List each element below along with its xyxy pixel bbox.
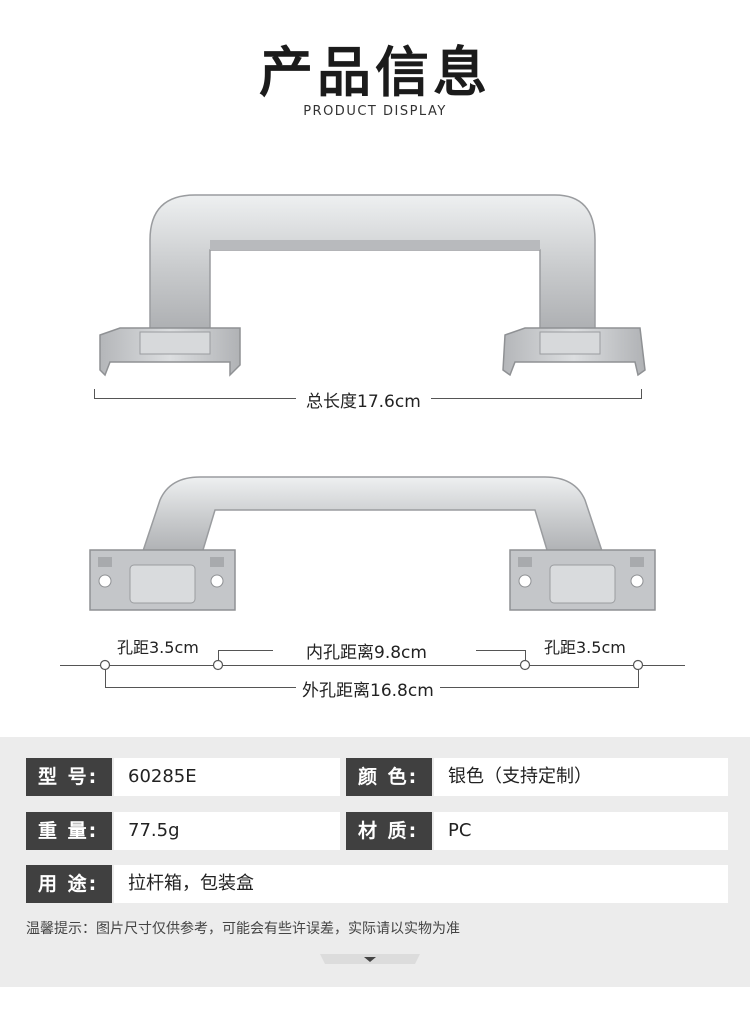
total-length-label: 总长度17.6cm bbox=[296, 387, 431, 412]
model-value: 60285E bbox=[114, 758, 340, 796]
hole-right-label: 孔距3.5cm bbox=[544, 634, 626, 658]
handle-top-view-image bbox=[89, 476, 656, 611]
inner-hole-top-left bbox=[218, 650, 273, 651]
inner-hole-top-right bbox=[476, 650, 526, 651]
inner-hole-label: 内孔距离9.8cm bbox=[302, 638, 431, 663]
weight-value: 77.5g bbox=[114, 812, 340, 850]
outer-hole-tick-left bbox=[105, 665, 106, 687]
page-subtitle: PRODUCT DISPLAY bbox=[303, 104, 447, 119]
total-length-tick-right bbox=[641, 389, 642, 399]
inner-hole-tick-left bbox=[218, 650, 219, 665]
chevron-down-icon bbox=[320, 954, 420, 964]
inner-hole-tick-right bbox=[525, 650, 526, 665]
outer-hole-label: 外孔距离16.8cm bbox=[296, 676, 440, 701]
usage-value: 拉杆箱，包装盒 bbox=[114, 865, 728, 903]
model-label: 型 号: bbox=[26, 758, 112, 796]
usage-label: 用 途: bbox=[26, 865, 112, 903]
weight-label: 重 量: bbox=[26, 812, 112, 850]
handle-front-image bbox=[99, 194, 646, 377]
page-title: 产品信息 bbox=[259, 41, 491, 104]
total-length-tick-left bbox=[94, 389, 95, 399]
hole-axis-line bbox=[60, 665, 685, 666]
outer-hole-tick-right bbox=[638, 665, 639, 687]
disclaimer-note: 温馨提示：图片尺寸仅供参考，可能会有些许误差，实际请以实物为准 bbox=[26, 921, 460, 937]
color-label: 颜 色: bbox=[346, 758, 432, 796]
hole-left-label: 孔距3.5cm bbox=[117, 634, 199, 658]
hole-markers bbox=[99, 659, 644, 671]
color-value: 银色（支持定制） bbox=[434, 758, 728, 796]
material-value: PC bbox=[434, 812, 728, 850]
material-label: 材 质: bbox=[346, 812, 432, 850]
